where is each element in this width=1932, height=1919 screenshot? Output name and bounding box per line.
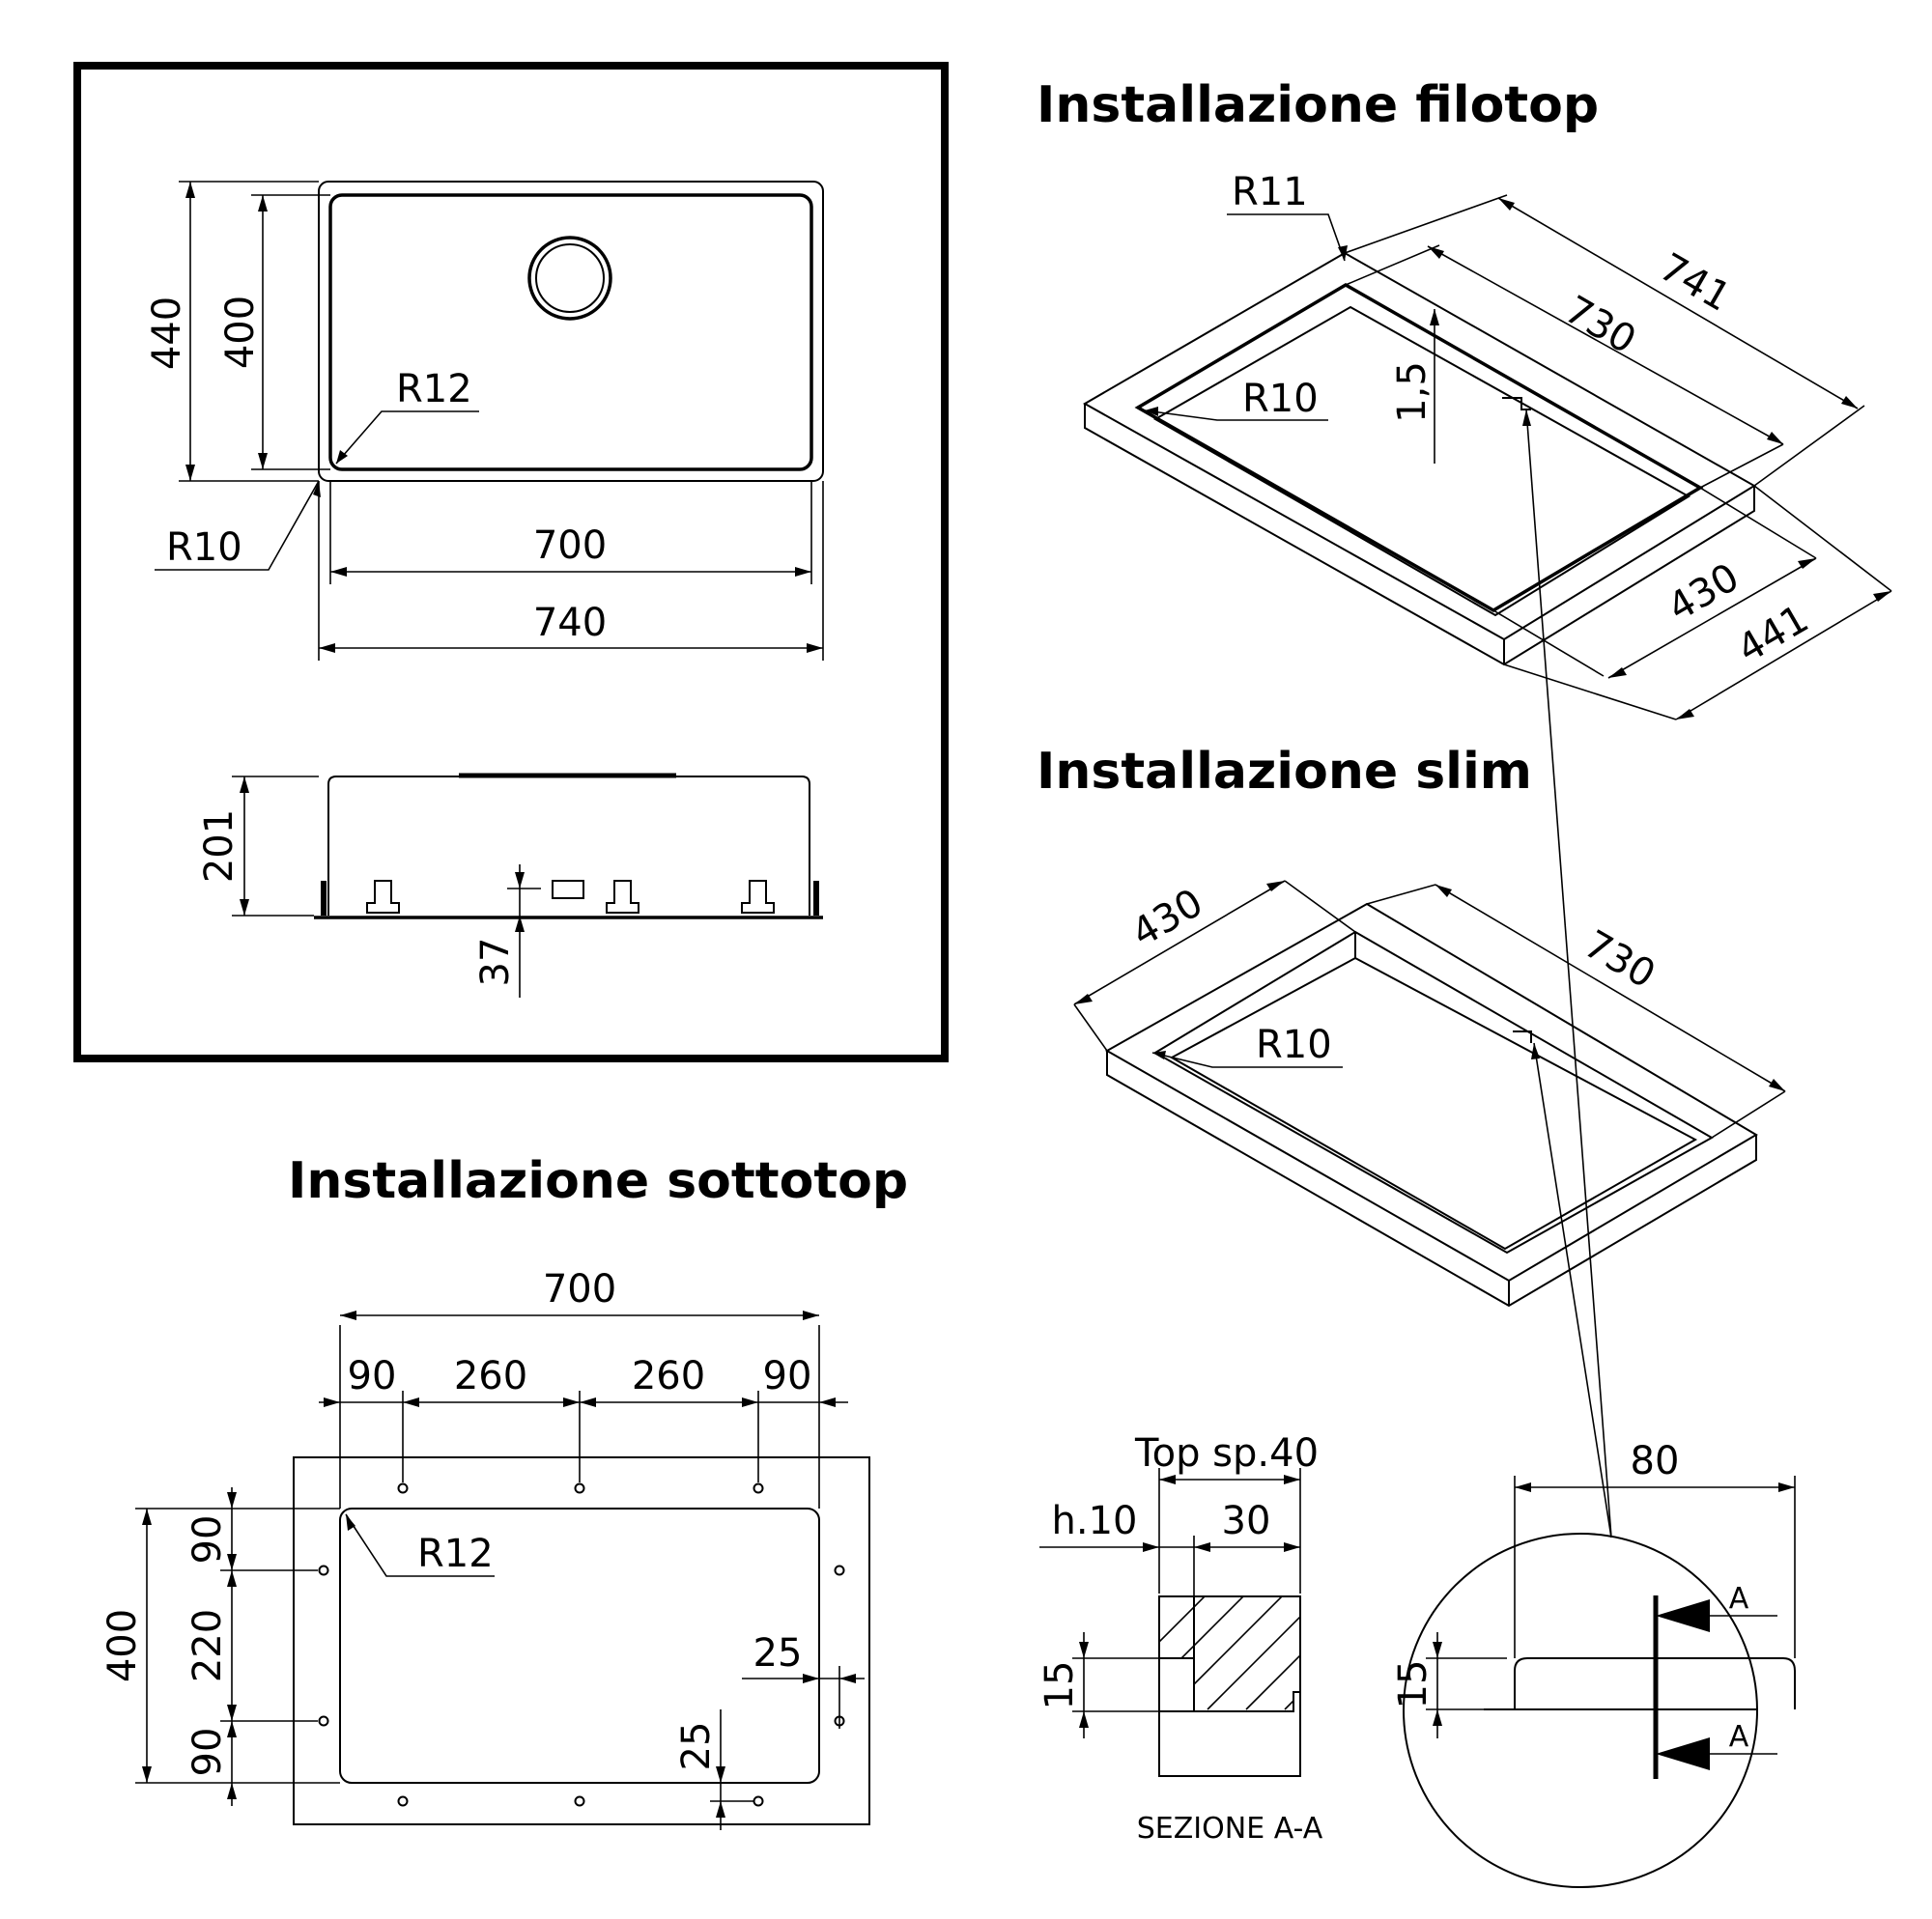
dim-730-slim: 730 <box>1577 922 1662 998</box>
dim-440: 440 <box>145 296 189 370</box>
leader-r10-slim <box>1151 1052 1343 1068</box>
label-h10: h.10 <box>1052 1499 1138 1543</box>
fixing-holes <box>318 1482 845 1807</box>
sink-drawing-panel: 440 400 R12 R10 700 740 <box>73 62 949 1062</box>
dim-15-detail: 15 <box>1391 1660 1435 1709</box>
dim-37: 37 <box>473 938 518 987</box>
label-r10: R10 <box>166 525 242 570</box>
label-r10-filotop: R10 <box>1242 377 1319 421</box>
dim-430-slim: 430 <box>1124 881 1210 956</box>
dim-vert-2: 220 <box>185 1609 230 1682</box>
sink-outer-rim <box>318 181 824 482</box>
drain-outer <box>527 236 612 321</box>
dim-700: 700 <box>533 523 607 568</box>
leader-detail-slim <box>1533 1042 1612 1538</box>
dim-spacing-4: 90 <box>763 1354 812 1398</box>
slim-cutout-outer <box>1153 930 1715 1255</box>
detail-view: A A 80 15 <box>1391 1439 1796 1888</box>
filotop-cutout-inner <box>1152 305 1690 617</box>
section-arrow-bottom <box>1656 1737 1710 1770</box>
dim-line-441 <box>1675 590 1892 720</box>
clip-1 <box>366 880 400 914</box>
dim-80: 80 <box>1631 1439 1680 1483</box>
label-r11: R11 <box>1232 170 1308 214</box>
clip-2 <box>606 880 639 914</box>
label-top-sp: Top sp.40 <box>1134 1431 1319 1476</box>
leader-r10 <box>155 480 320 571</box>
section-mark-top: A <box>1729 1582 1749 1616</box>
dim-201: 201 <box>197 809 242 883</box>
sink-basin <box>328 193 813 471</box>
sink-side-body <box>327 776 810 916</box>
clip-3 <box>741 880 775 914</box>
sottotop-template: 700 90 260 260 90 400 90 220 9 <box>100 1267 870 1830</box>
dim-700-sottotop: 700 <box>543 1267 616 1312</box>
dim-line-430-filotop <box>1607 557 1817 679</box>
label-r12-sottotop: R12 <box>417 1532 494 1576</box>
section-a-a: Top sp.40 h.10 30 15 SEZIONE A-A <box>1037 1431 1323 1846</box>
title-filotop: Installazione filotop <box>1037 76 1599 134</box>
drain-inner <box>535 243 605 313</box>
dim-430-filotop: 430 <box>1661 555 1747 631</box>
dim-25-right: 25 <box>753 1631 803 1676</box>
dim-400: 400 <box>218 296 263 369</box>
dim-1-5: 1,5 <box>1390 361 1435 423</box>
dim-400-sottotop: 400 <box>100 1609 145 1682</box>
leader-r12 <box>335 410 479 465</box>
panel-frame <box>73 62 949 1062</box>
dim-741: 741 <box>1652 245 1738 321</box>
dim-vert-1: 90 <box>185 1515 230 1565</box>
dim-line-741 <box>1497 197 1859 409</box>
filotop-slab-sides <box>1084 404 1755 666</box>
overflow-slot <box>552 880 584 899</box>
dim-vert-3: 90 <box>185 1728 230 1777</box>
section-mark-bottom: A <box>1729 1720 1749 1754</box>
dim-30: 30 <box>1222 1499 1271 1543</box>
section-arrow-top <box>1656 1599 1710 1632</box>
dim-line-730-slim <box>1435 884 1786 1092</box>
dim-25-bottom: 25 <box>674 1722 719 1771</box>
section-outline <box>1158 1595 1301 1777</box>
slim-view: 430 730 R10 <box>1073 880 1786 1308</box>
section-caption: SEZIONE A-A <box>1137 1812 1323 1846</box>
sottotop-board <box>293 1456 870 1825</box>
dim-441: 441 <box>1730 597 1816 672</box>
filotop-slab-top <box>1082 251 1756 641</box>
dim-spacing-2: 260 <box>454 1354 527 1398</box>
dim-spacing-1: 90 <box>348 1354 397 1398</box>
sottotop-cutout <box>339 1508 820 1784</box>
label-r12: R12 <box>396 367 472 411</box>
leader-r12-sottotop <box>345 1513 495 1577</box>
label-r10-slim: R10 <box>1256 1023 1332 1067</box>
dim-740: 740 <box>533 601 607 645</box>
leader-detail-filotop <box>1525 409 1612 1538</box>
dim-spacing-3: 260 <box>632 1354 705 1398</box>
dim-line-430-slim <box>1073 880 1286 1005</box>
dim-15-section: 15 <box>1037 1661 1082 1710</box>
title-slim: Installazione slim <box>1037 743 1532 801</box>
filotop-view: R11 R10 741 730 1,5 430 4 <box>1082 170 1892 720</box>
leader-r10-filotop <box>1144 409 1328 421</box>
slim-slab-sides <box>1106 1051 1757 1308</box>
title-sottotop: Installazione sottotop <box>288 1152 908 1210</box>
dim-line-730 <box>1427 245 1784 445</box>
dim-730-filotop: 730 <box>1557 288 1643 363</box>
leader-r11 <box>1227 213 1346 262</box>
slim-cutout-inner <box>1169 956 1698 1251</box>
